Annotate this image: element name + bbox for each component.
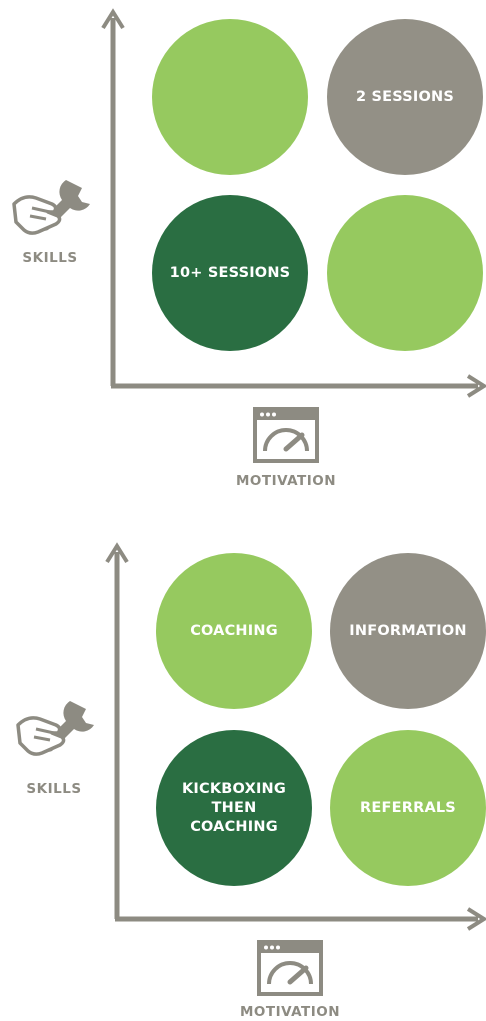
quadrant-circle-bottom-left: 10+ SESSIONS <box>152 195 308 351</box>
quadrant-circle-top-right: 2 SESSIONS <box>327 19 483 175</box>
y-axis-label: SKILLS <box>22 250 78 266</box>
quadrant-circle-referrals: REFERRALS <box>330 730 486 886</box>
quadrant-circle-bottom-right <box>327 195 483 351</box>
speedometer-window-icon <box>257 940 323 1000</box>
quadrant-circle-information: INFORMATION <box>330 553 486 709</box>
hand-wrench-icon <box>14 695 96 769</box>
quadrant-circle-coaching: COACHING <box>156 553 312 709</box>
y-axis-label: SKILLS <box>26 781 82 797</box>
x-axis-label: MOTIVATION <box>235 473 337 489</box>
axes <box>101 8 486 398</box>
quadrant-circle-top-left <box>152 19 308 175</box>
quadrant-circle-kickboxing-then-coaching: KICKBOXING THEN COACHING <box>156 730 312 886</box>
skills-motivation-matrix-1: SKILLS MOTIVATION 2 SESSIONS 10+ SESSION… <box>0 0 486 500</box>
skills-motivation-matrix-2: SKILLS MOTIVATION COACHING INFORMATION K… <box>0 535 486 1021</box>
axes <box>105 542 486 931</box>
x-axis-label: MOTIVATION <box>239 1004 341 1020</box>
speedometer-window-icon <box>253 407 319 467</box>
hand-wrench-icon <box>10 174 92 248</box>
